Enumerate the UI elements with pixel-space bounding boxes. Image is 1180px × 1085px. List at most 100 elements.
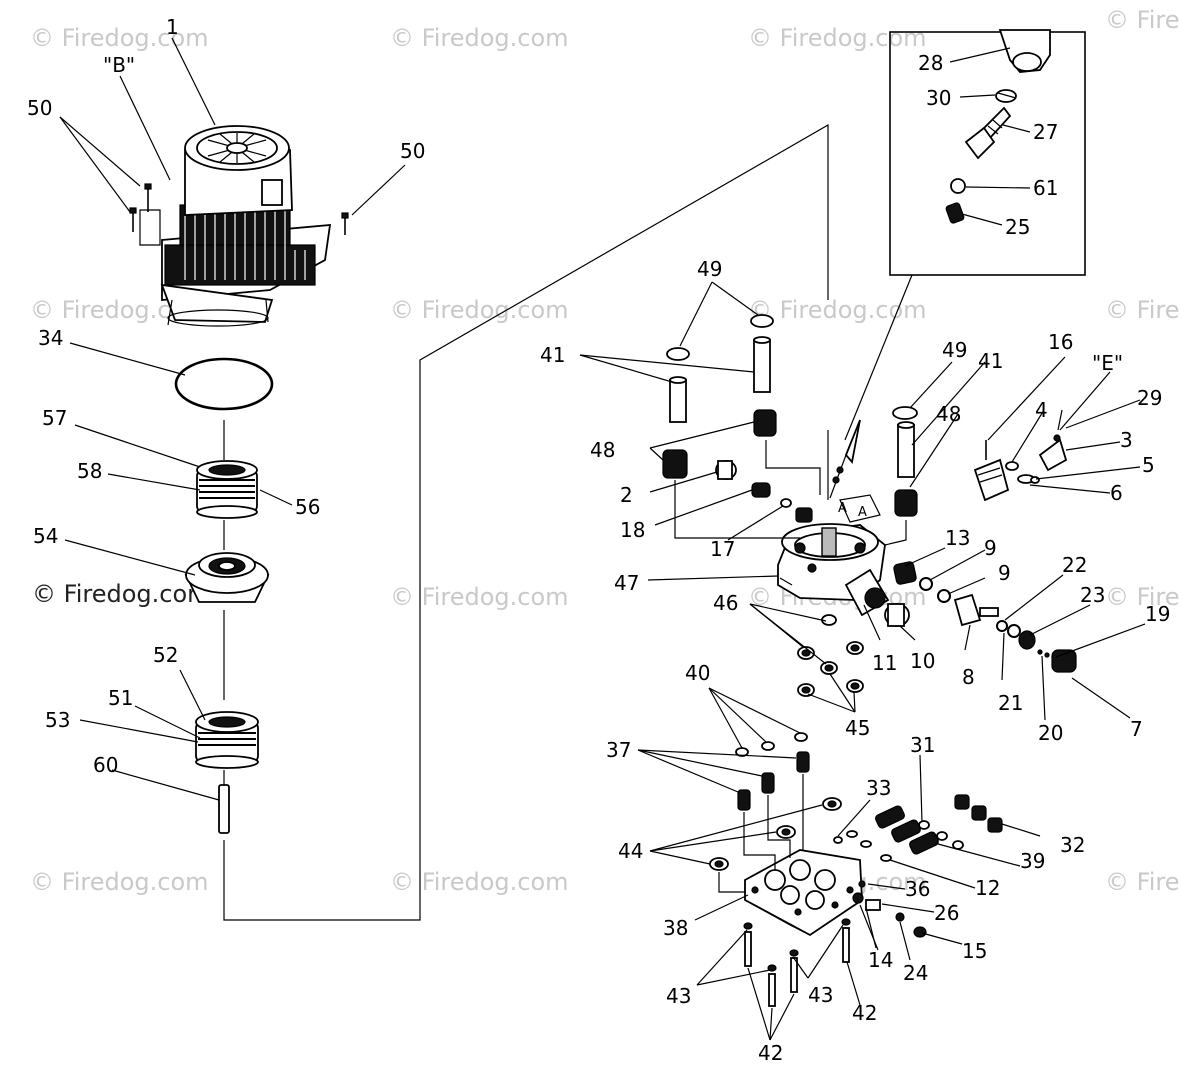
callout-33: 33 xyxy=(866,776,891,800)
callout-45: 45 xyxy=(845,716,870,740)
callout-38: 38 xyxy=(663,916,688,940)
callout-54: 54 xyxy=(33,524,58,548)
callout-32: 32 xyxy=(1060,833,1085,857)
cap-49 xyxy=(666,347,690,361)
seal-18 xyxy=(751,482,771,498)
callout-60: 60 xyxy=(93,753,118,777)
callout-41: 41 xyxy=(540,343,565,367)
pump-head-47 xyxy=(777,494,886,601)
callout-56: 56 xyxy=(295,495,320,519)
callout-25: 25 xyxy=(1005,215,1030,239)
callout-43: 43 xyxy=(808,983,833,1007)
o-ring-40 xyxy=(761,741,775,751)
bolts-42-washers-43 xyxy=(743,918,851,1007)
callout-12: 12 xyxy=(975,876,1000,900)
callout-1: 1 xyxy=(166,15,179,39)
callout-B: "B" xyxy=(103,53,135,77)
watermark: © Firedog.com xyxy=(390,868,569,896)
seal-2 xyxy=(715,460,737,480)
callout-27: 27 xyxy=(1033,120,1058,144)
watermark-dark: © Firedog.com xyxy=(32,580,211,608)
watermark: © Firedog.com xyxy=(748,296,927,324)
heatsink-fins xyxy=(164,204,316,286)
assembly-guide-line xyxy=(718,872,745,893)
washers-46-45 xyxy=(797,614,864,697)
spring-48 xyxy=(662,449,688,479)
assembly-guide-line xyxy=(743,812,776,870)
callout-57: 57 xyxy=(42,406,67,430)
unloader-16-6 xyxy=(973,409,1068,502)
outlet-assembly xyxy=(893,561,1077,673)
seal-17b xyxy=(795,507,813,523)
callout-48: 48 xyxy=(936,402,961,426)
piston-41 xyxy=(897,421,915,478)
callout-44: 44 xyxy=(618,839,643,863)
callout-40: 40 xyxy=(685,661,710,685)
callout-43: 43 xyxy=(666,984,691,1008)
callout-22: 22 xyxy=(1062,553,1087,577)
bearing-52-51-53 xyxy=(195,711,259,769)
callout-19: 19 xyxy=(1145,602,1170,626)
spring-48 xyxy=(894,489,918,517)
screw-50-right xyxy=(341,212,349,235)
callout-53: 53 xyxy=(45,708,70,732)
callout-50: 50 xyxy=(400,139,425,163)
callout-labels: 1 "B" 50 50 34 57 58 56 54 52 51 53 60 2… xyxy=(27,15,1170,1065)
fin-stripes xyxy=(184,210,306,280)
valve-37 xyxy=(796,751,810,773)
assembly-guide-line xyxy=(674,480,800,539)
callout-16: 16 xyxy=(1048,330,1073,354)
cartridges-31-32-39 xyxy=(833,794,1003,862)
callout-49: 49 xyxy=(697,257,722,281)
callout-29: 29 xyxy=(1137,386,1162,410)
watermark: © Firedog.com xyxy=(390,24,569,52)
pin-60 xyxy=(218,784,230,834)
motor-assembly xyxy=(139,125,332,327)
outlet-parts-36-26-15 xyxy=(852,880,927,951)
callout-23: 23 xyxy=(1080,583,1105,607)
inset-box-hose-fitting xyxy=(844,29,1086,441)
callout-48: 48 xyxy=(590,438,615,462)
piston-41 xyxy=(669,376,687,423)
o-ring-40 xyxy=(794,732,808,742)
cap-49 xyxy=(892,406,918,420)
callout-28: 28 xyxy=(918,51,943,75)
callout-20: 20 xyxy=(1038,721,1063,745)
callout-42: 42 xyxy=(852,1001,877,1025)
callout-50: 50 xyxy=(27,96,52,120)
assembly-guide-line xyxy=(765,440,821,495)
callout-3: 3 xyxy=(1120,428,1133,452)
callout-E: "E" xyxy=(1092,351,1123,375)
callout-36: 36 xyxy=(905,877,930,901)
piston-41 xyxy=(753,336,771,393)
callout-14: 14 xyxy=(868,948,893,972)
swash-plate-54 xyxy=(184,552,270,603)
callout-21: 21 xyxy=(998,691,1023,715)
valve-plate-38 xyxy=(744,849,863,937)
cap-49 xyxy=(750,314,774,328)
callout-10: 10 xyxy=(910,649,935,673)
callout-41: 41 xyxy=(978,349,1003,373)
callout-9: 9 xyxy=(998,561,1011,585)
outlet-shaft-11-10 xyxy=(844,568,910,627)
check-valve-arrow xyxy=(829,419,861,499)
callout-24: 24 xyxy=(903,961,928,985)
callout-47: 47 xyxy=(614,571,639,595)
watermark: © Firedog.com xyxy=(390,583,569,611)
callout-15: 15 xyxy=(962,939,987,963)
callout-42: 42 xyxy=(758,1041,783,1065)
callout-A: A xyxy=(858,505,867,520)
callout-31: 31 xyxy=(910,733,935,757)
o-ring-17 xyxy=(780,498,792,508)
callout-7: 7 xyxy=(1130,717,1143,741)
assembly-guide-line xyxy=(767,795,791,858)
callout-52: 52 xyxy=(153,643,178,667)
callout-30: 30 xyxy=(926,86,951,110)
callout-leaders xyxy=(59,37,1146,1041)
callout-2: 2 xyxy=(620,483,633,507)
watermark: © Firedog.com xyxy=(748,24,927,52)
watermark: © Firedog.com xyxy=(390,296,569,324)
callout-37: 37 xyxy=(606,738,631,762)
watermark: © Firedog.com xyxy=(1105,583,1180,611)
